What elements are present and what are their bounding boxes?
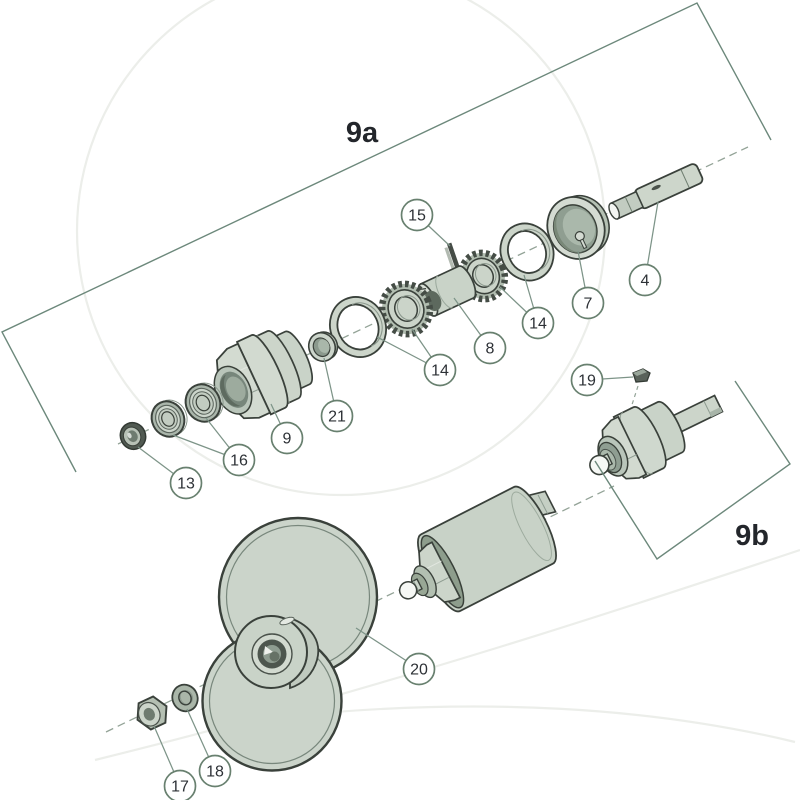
svg-text:19: 19	[578, 373, 596, 390]
callout-4: 4	[628, 263, 662, 297]
svg-text:20: 20	[410, 662, 428, 679]
part-drive-cone	[398, 485, 557, 613]
callout-18: 18	[198, 754, 232, 788]
svg-text:4: 4	[641, 273, 650, 290]
bracket-9a	[1, 2, 772, 473]
part-washer-18	[171, 683, 199, 713]
part-shaft-4	[608, 163, 704, 220]
part-seal-16-rear	[184, 382, 224, 423]
part-race-ring-14-left	[329, 296, 387, 358]
svg-text:15: 15	[408, 208, 426, 225]
bracket-9b	[594, 380, 791, 560]
part-cup-ring-7	[546, 194, 610, 260]
callout-21: 21	[320, 399, 354, 433]
svg-text:17: 17	[171, 779, 189, 796]
callout-14-upper: 14	[521, 306, 555, 340]
callout-19: 19	[570, 363, 604, 397]
part-propeller-20	[201, 516, 379, 772]
part-seal-16-front	[150, 399, 188, 438]
svg-text:14: 14	[529, 316, 547, 333]
callout-9: 9	[270, 421, 304, 455]
part-nut-13	[119, 421, 147, 451]
svg-text:7: 7	[584, 296, 593, 313]
callout-17: 17	[163, 769, 197, 800]
callout-20: 20	[402, 652, 436, 686]
section-label-9b: 9b	[735, 520, 769, 552]
part-roller-bearing-14-left	[378, 280, 434, 338]
part-hex-nut-17	[136, 695, 168, 731]
callout-13: 13	[169, 466, 203, 500]
svg-text:21: 21	[328, 409, 346, 426]
part-key-19	[632, 368, 651, 383]
svg-text:8: 8	[486, 341, 495, 358]
callout-16: 16	[222, 443, 256, 477]
section-label-9a: 9a	[346, 117, 379, 149]
callout-8: 8	[473, 331, 507, 365]
part-gear-unit-9b	[589, 394, 724, 480]
callouts: 15 4 7 14 8 14 21 9	[163, 198, 662, 800]
callout-15: 15	[400, 198, 434, 232]
svg-text:14: 14	[431, 363, 449, 380]
svg-text:16: 16	[230, 453, 248, 470]
callout-7: 7	[571, 286, 605, 320]
part-housing-9	[213, 330, 314, 420]
callout-14-lower: 14	[423, 353, 457, 387]
section-brackets	[1, 2, 791, 560]
svg-text:18: 18	[206, 764, 224, 781]
svg-text:9: 9	[283, 431, 292, 448]
part-spacer-ring-21	[307, 331, 339, 363]
svg-text:13: 13	[177, 476, 195, 493]
part-pin-15	[444, 242, 462, 273]
part-race-ring-14-right	[499, 222, 555, 282]
